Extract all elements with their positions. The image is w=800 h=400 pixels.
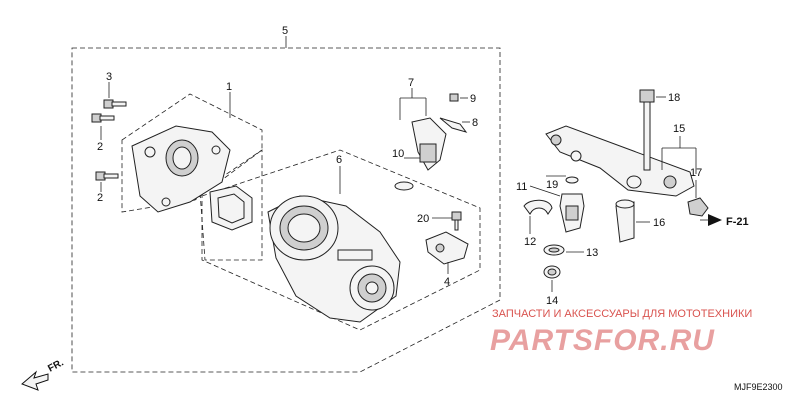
assembly-outline: 5 bbox=[71, 25, 501, 373]
reference-label: F-21 bbox=[726, 216, 749, 228]
callout-6: 6 bbox=[336, 154, 342, 166]
callout-12: 12 bbox=[524, 236, 536, 248]
clip-17: 17 bbox=[687, 167, 709, 217]
callout-3: 3 bbox=[106, 71, 112, 83]
front-direction-arrow: FR. bbox=[21, 357, 66, 391]
callout-15: 15 bbox=[673, 123, 685, 135]
bolt-18: 18 bbox=[639, 89, 680, 171]
callout-14: 14 bbox=[546, 295, 558, 307]
gasket bbox=[209, 185, 253, 231]
callout-1: 1 bbox=[226, 81, 232, 93]
sensor-4: 4 bbox=[425, 231, 469, 288]
callout-11: 11 bbox=[516, 181, 527, 193]
seal-13: 13 bbox=[543, 244, 598, 259]
callout-2-lower: 2 bbox=[97, 192, 103, 204]
injector-11: 19 11 bbox=[516, 175, 585, 233]
fuel-rail-15: 15 bbox=[545, 123, 697, 197]
bolt-2-upper: 2 bbox=[91, 113, 115, 153]
subassembly-6-box bbox=[201, 149, 481, 331]
reference-arrow-f21: F-21 bbox=[700, 214, 749, 228]
sensor-7: 7 9 8 10 bbox=[392, 77, 478, 191]
watermark: ЗАПЧАСТИ И АКСЕССУАРЫ ДЛЯ МОТОТЕХНИКИ PA… bbox=[490, 308, 752, 357]
callout-10: 10 bbox=[392, 148, 404, 160]
seal-14: 14 bbox=[543, 265, 561, 307]
tube-16: 16 bbox=[615, 199, 665, 243]
callout-20: 20 bbox=[417, 213, 429, 225]
callout-8: 8 bbox=[472, 117, 478, 129]
clip-12: 12 bbox=[523, 199, 553, 248]
callout-9: 9 bbox=[470, 93, 476, 105]
callout-16: 16 bbox=[653, 217, 665, 229]
throttle-body-6: 6 bbox=[267, 154, 401, 323]
bolt-3: 3 bbox=[103, 71, 127, 109]
callout-4: 4 bbox=[444, 276, 450, 288]
watermark-tagline: ЗАПЧАСТИ И АКСЕССУАРЫ ДЛЯ МОТОТЕХНИКИ bbox=[492, 308, 752, 320]
subassembly-1-box bbox=[121, 93, 263, 261]
callout-19: 19 bbox=[546, 179, 558, 191]
callout-18: 18 bbox=[668, 92, 680, 104]
callout-13: 13 bbox=[586, 247, 598, 259]
intake-cover-1: 1 bbox=[131, 81, 232, 213]
callout-7: 7 bbox=[408, 77, 414, 89]
watermark-brand: PARTSFOR.RU bbox=[490, 324, 715, 357]
diagram-code: MJF9E2300 bbox=[734, 382, 783, 392]
callout-2-upper: 2 bbox=[97, 141, 103, 153]
bolt-2-lower: 2 bbox=[95, 171, 119, 204]
callout-5: 5 bbox=[282, 25, 288, 37]
direction-label: FR. bbox=[46, 357, 66, 374]
callout-17: 17 bbox=[690, 167, 702, 179]
screw-20: 20 bbox=[417, 211, 462, 231]
